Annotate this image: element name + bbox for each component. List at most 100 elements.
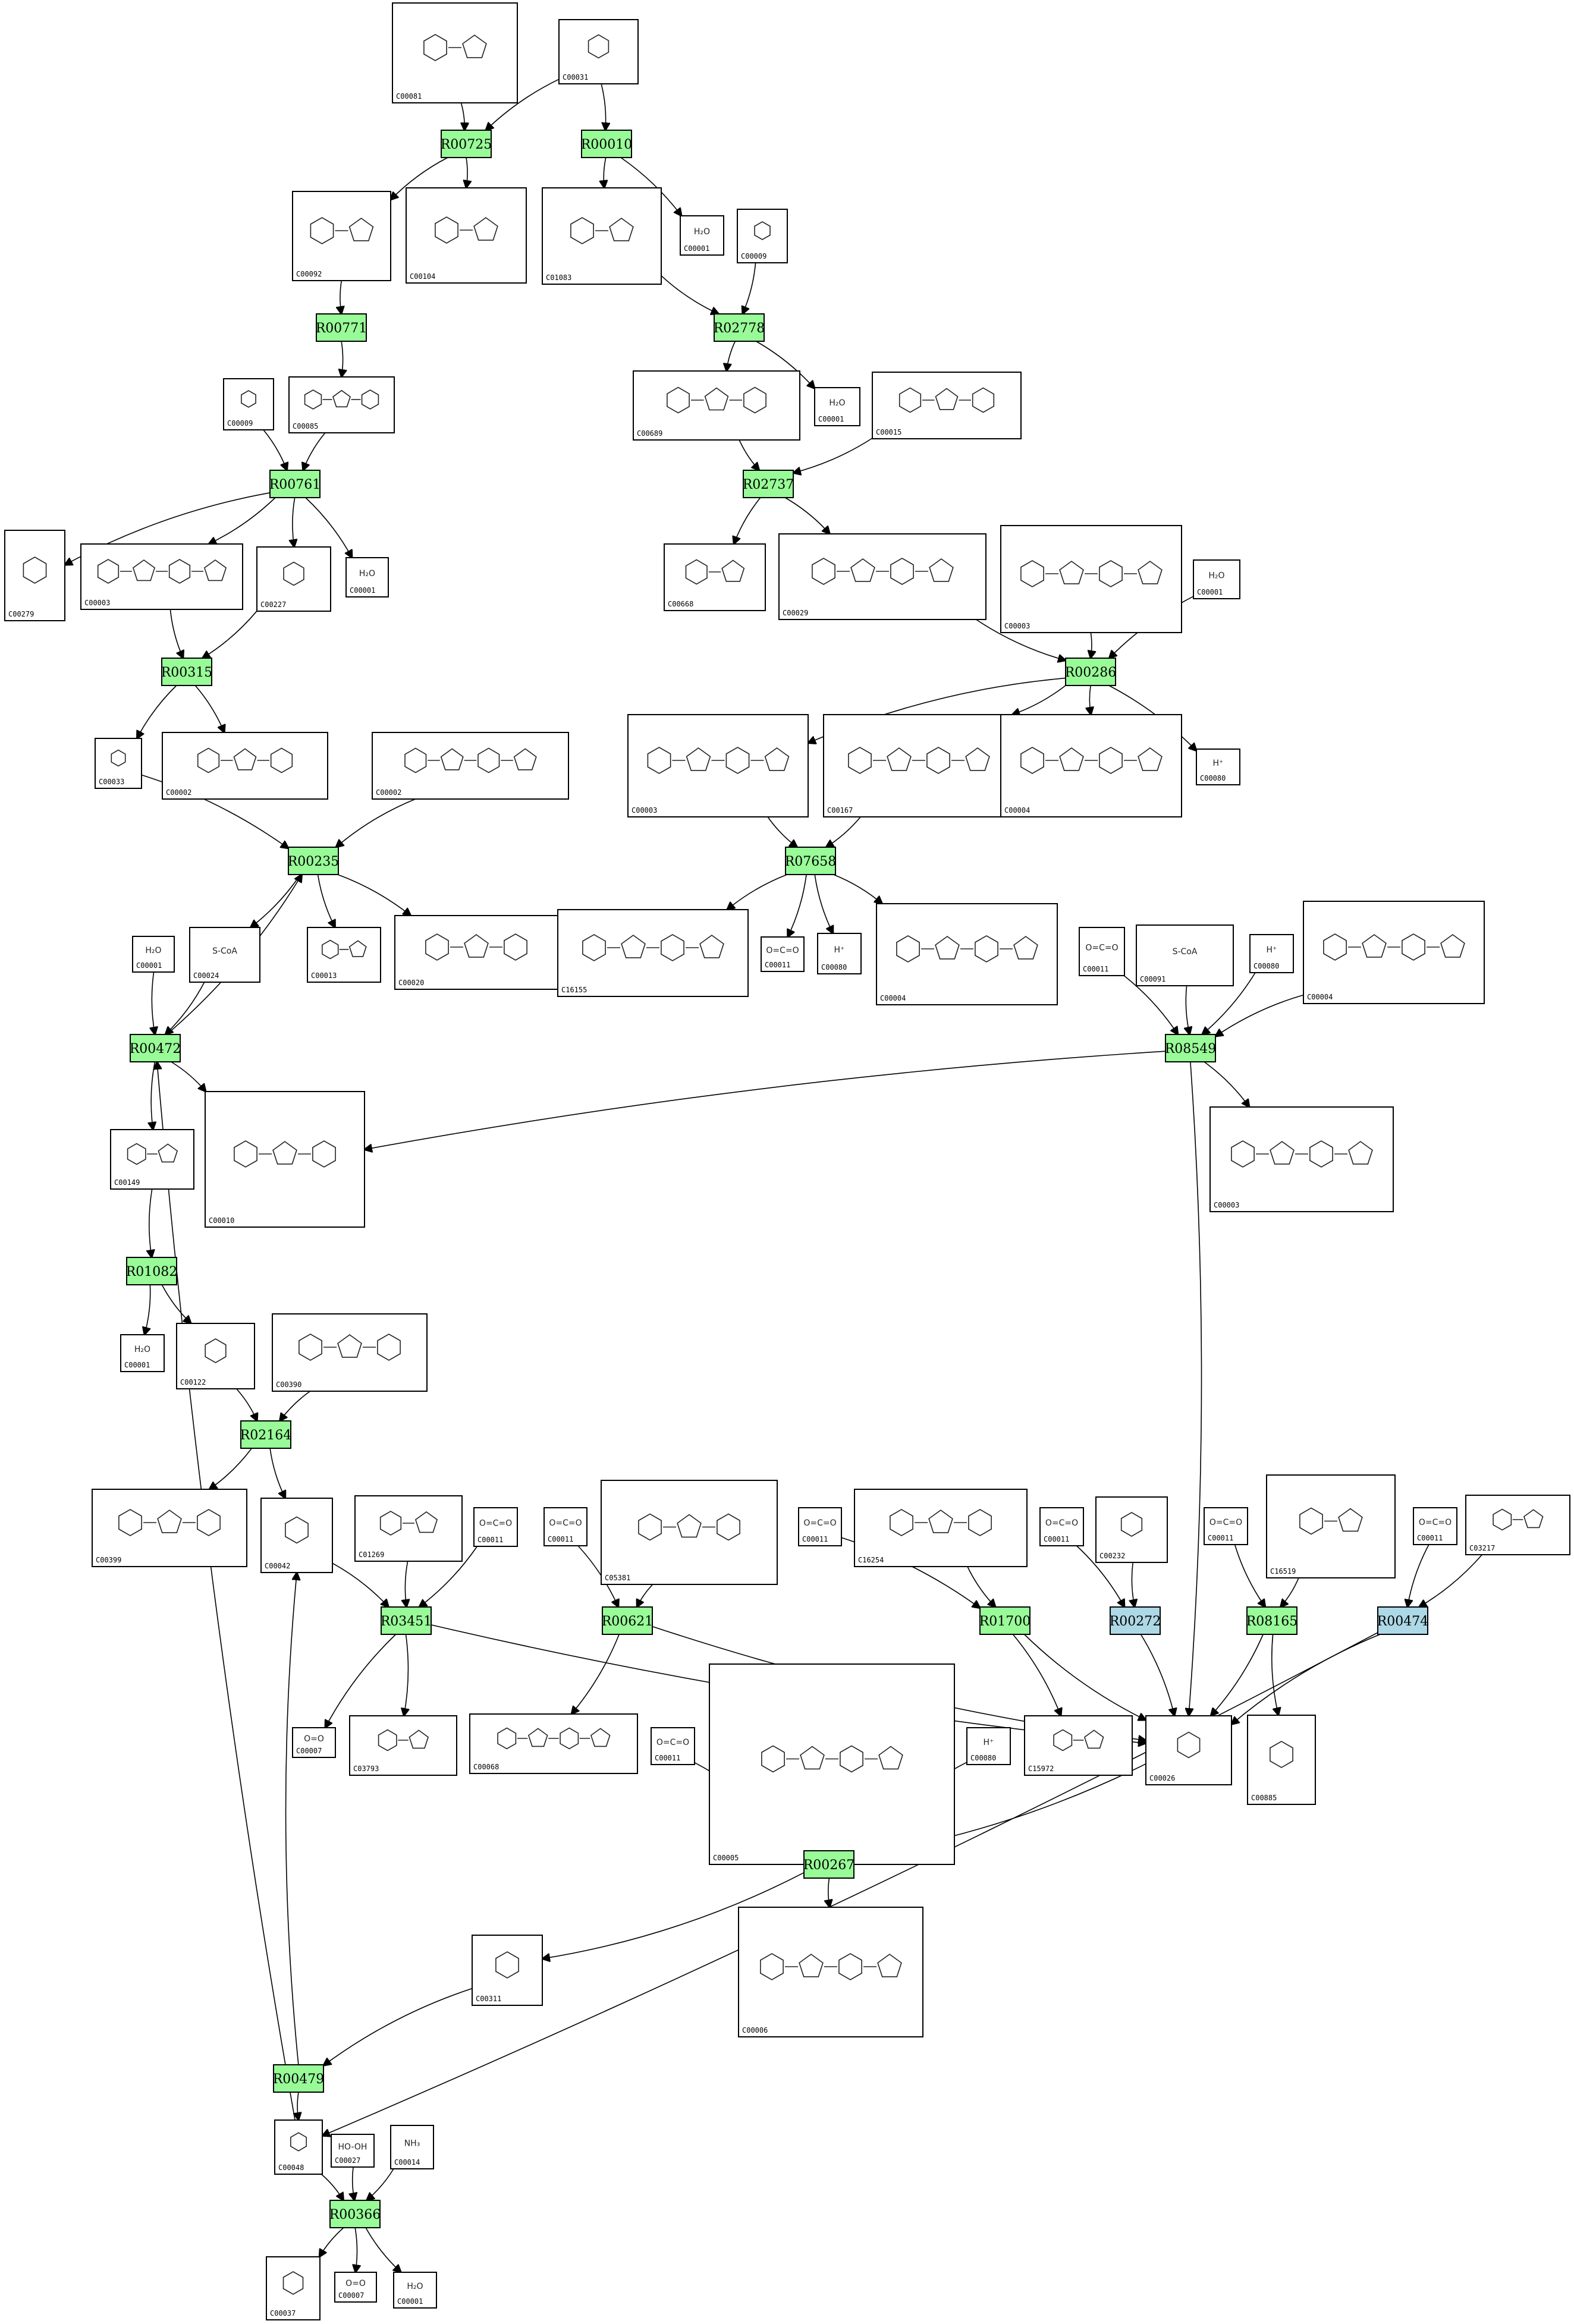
reaction-node-r02737[interactable]: R02737 bbox=[743, 470, 794, 498]
reaction-node-r00725[interactable]: R00725 bbox=[441, 130, 492, 158]
compound-node[interactable]: C00399 bbox=[92, 1489, 247, 1567]
compound-node[interactable]: C00004 bbox=[1303, 901, 1485, 1004]
reaction-box[interactable] bbox=[441, 130, 492, 158]
compound-node[interactable]: C00026 bbox=[1145, 1715, 1232, 1785]
reaction-box[interactable] bbox=[714, 313, 765, 342]
reaction-node-r08165[interactable]: R08165 bbox=[1246, 1606, 1298, 1635]
compound-node[interactable]: C00311 bbox=[472, 1935, 543, 2006]
reaction-box[interactable] bbox=[602, 1606, 653, 1635]
compound-node[interactable]: C01083 bbox=[542, 187, 662, 285]
compound-node[interactable]: C00003 bbox=[1209, 1106, 1394, 1212]
compound-node[interactable]: C00037 bbox=[266, 2256, 321, 2320]
compound-node[interactable]: C00048 bbox=[274, 2119, 323, 2175]
compound-node[interactable]: C00002 bbox=[162, 732, 328, 800]
compound-node[interactable]: C00232 bbox=[1095, 1496, 1168, 1563]
reaction-box[interactable] bbox=[979, 1606, 1031, 1635]
compound-node[interactable]: C00081 bbox=[392, 2, 518, 103]
reaction-node-r00771[interactable]: R00771 bbox=[316, 313, 367, 342]
reaction-node-r00010[interactable]: R00010 bbox=[581, 130, 633, 158]
compound-node[interactable]: C00006 bbox=[738, 1907, 923, 2037]
reaction-node-r00267[interactable]: R00267 bbox=[803, 1850, 855, 1879]
reaction-node-r02778[interactable]: R02778 bbox=[714, 313, 765, 342]
reaction-node-r00286[interactable]: R00286 bbox=[1065, 658, 1117, 686]
reaction-node-r00621[interactable]: R00621 bbox=[602, 1606, 654, 1635]
compound-node[interactable]: C00068 bbox=[469, 1713, 638, 1774]
reaction-box[interactable] bbox=[316, 313, 367, 342]
compound-node[interactable]: C00279 bbox=[4, 530, 65, 621]
reaction-box[interactable] bbox=[381, 1606, 432, 1635]
reaction-box[interactable] bbox=[161, 658, 212, 686]
reaction-node-r00235[interactable]: R00235 bbox=[288, 847, 340, 875]
reaction-box[interactable] bbox=[240, 1420, 291, 1449]
compound-node[interactable]: C00009 bbox=[223, 378, 274, 430]
reaction-node-r00272[interactable]: R00272 bbox=[1110, 1606, 1161, 1635]
reaction-box[interactable] bbox=[803, 1850, 854, 1879]
compound-node[interactable]: C00227 bbox=[256, 546, 331, 612]
reaction-node-r01082[interactable]: R01082 bbox=[126, 1257, 178, 1285]
reaction-box[interactable] bbox=[743, 470, 794, 498]
reaction-node-r00761[interactable]: R00761 bbox=[269, 470, 321, 498]
compound-node[interactable]: C00085 bbox=[288, 376, 395, 433]
compound-node[interactable]: C00668 bbox=[664, 543, 766, 611]
reaction-node-r00474[interactable]: R00474 bbox=[1377, 1606, 1429, 1635]
compound-node[interactable]: C00689 bbox=[633, 370, 800, 441]
compound-node[interactable]: C00042 bbox=[260, 1498, 333, 1573]
reaction-box[interactable] bbox=[1065, 658, 1116, 686]
compound-node[interactable]: H⁺C00080 bbox=[966, 1727, 1011, 1765]
compound-node[interactable]: C00031 bbox=[558, 19, 639, 84]
compound-node[interactable]: C01269 bbox=[354, 1495, 463, 1562]
reaction-node-r00315[interactable]: R00315 bbox=[161, 658, 213, 686]
compound-node[interactable]: C00009 bbox=[737, 209, 788, 263]
compound-node[interactable]: C16519 bbox=[1266, 1474, 1396, 1578]
reaction-box[interactable] bbox=[130, 1034, 181, 1062]
reaction-node-r00366[interactable]: R00366 bbox=[329, 2200, 381, 2228]
compound-node[interactable]: C00122 bbox=[176, 1323, 255, 1389]
compound-node[interactable]: H⁺C00080 bbox=[817, 933, 862, 974]
compound-node[interactable]: C00004 bbox=[1000, 714, 1182, 817]
compound-node[interactable]: C00005 bbox=[709, 1663, 955, 1865]
reaction-box[interactable] bbox=[1165, 1034, 1216, 1062]
compound-node[interactable]: C16155 bbox=[557, 909, 749, 997]
compound-node[interactable]: C03793 bbox=[349, 1715, 457, 1776]
reaction-node-r07658[interactable]: R07658 bbox=[785, 847, 837, 875]
reaction-box[interactable] bbox=[1110, 1606, 1161, 1635]
reaction-box[interactable] bbox=[269, 470, 321, 498]
reaction-node-r01700[interactable]: R01700 bbox=[979, 1606, 1031, 1635]
reaction-box[interactable] bbox=[1246, 1606, 1297, 1635]
compound-node[interactable]: C00003 bbox=[627, 714, 809, 817]
reaction-box[interactable] bbox=[1377, 1606, 1428, 1635]
reaction-box[interactable] bbox=[288, 847, 339, 875]
reaction-box[interactable] bbox=[329, 2200, 381, 2228]
compound-node[interactable]: C03217 bbox=[1465, 1495, 1570, 1555]
compound-node[interactable]: C00002 bbox=[372, 732, 569, 800]
reaction-node-r00472[interactable]: R00472 bbox=[130, 1034, 181, 1062]
compound-node[interactable]: C00167 bbox=[823, 714, 1014, 817]
compound-node[interactable]: C00885 bbox=[1247, 1715, 1316, 1805]
compound-node[interactable]: C00013 bbox=[307, 927, 381, 983]
reaction-node-r02164[interactable]: R02164 bbox=[240, 1420, 292, 1449]
compound-node[interactable]: C00020 bbox=[394, 915, 558, 990]
compound-node[interactable]: H⁺C00080 bbox=[1249, 934, 1294, 973]
reaction-box[interactable] bbox=[581, 130, 632, 158]
reaction-box[interactable] bbox=[273, 2064, 324, 2093]
compound-node[interactable]: C00003 bbox=[80, 543, 243, 610]
compound-node[interactable]: C00004 bbox=[876, 903, 1058, 1005]
compound-node[interactable]: H⁺C00080 bbox=[1196, 749, 1240, 785]
compound-node[interactable]: C15972 bbox=[1024, 1715, 1133, 1776]
compound-node[interactable]: C00029 bbox=[778, 533, 987, 620]
